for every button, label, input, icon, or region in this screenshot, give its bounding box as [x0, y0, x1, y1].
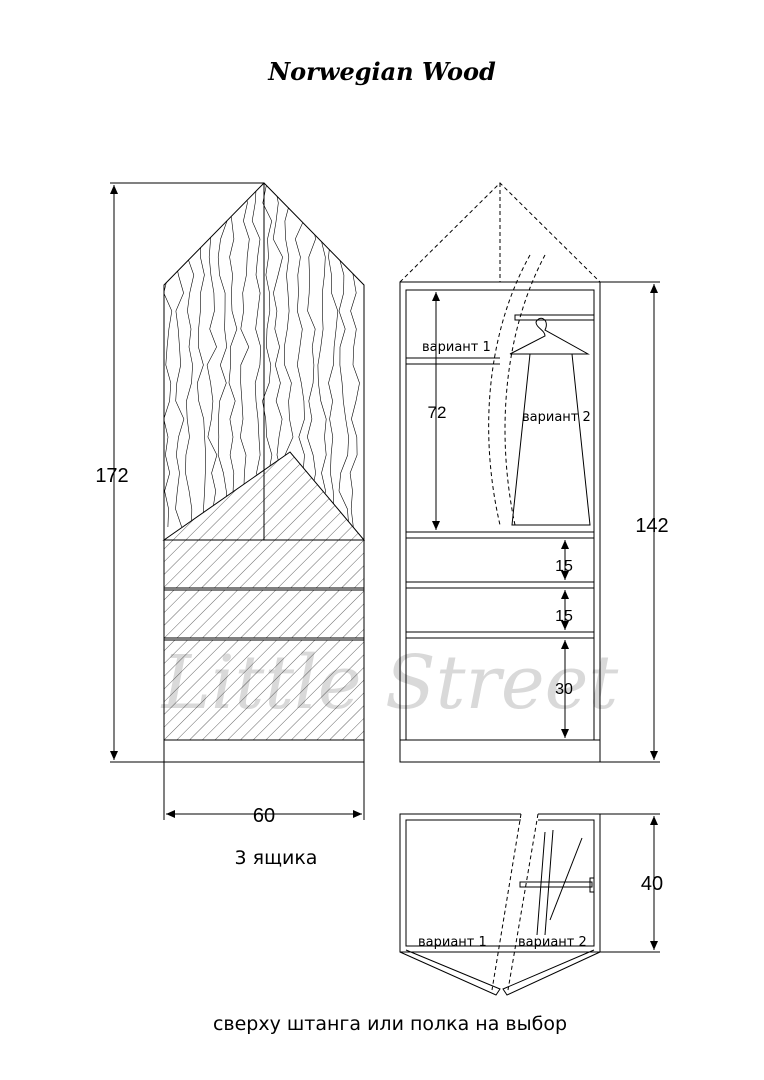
- section-height-label: 142: [635, 515, 668, 537]
- wood-grain-line: [349, 184, 360, 528]
- plan-depth-dimension: [600, 813, 660, 953]
- brand-title: Norwegian Wood: [267, 57, 496, 86]
- hanging-height-label: 72: [428, 403, 447, 422]
- plan-depth-label: 40: [641, 873, 663, 895]
- section-variant-1-label: вариант 1: [422, 340, 491, 355]
- drawer-3-height-label: 30: [555, 681, 573, 698]
- hanging-rail: [514, 314, 595, 321]
- front-height-dimension: [110, 182, 264, 763]
- plan-door-right: [502, 949, 601, 996]
- wood-grain-line: [217, 184, 228, 528]
- plan-inner: [405, 819, 595, 947]
- section-height-dimension: [600, 281, 660, 763]
- wood-grain-line: [317, 184, 327, 528]
- drawer-3: [163, 639, 365, 741]
- wood-grain-line: [328, 184, 339, 528]
- front-width-dimension: [163, 762, 365, 820]
- front-height-label: 172: [95, 465, 128, 487]
- drawer-2-height-label: 15: [555, 608, 573, 625]
- plan-door-left: [399, 949, 501, 996]
- plan-rail: [519, 881, 593, 888]
- section-outer: [399, 281, 601, 763]
- drawer-1: [163, 539, 365, 589]
- wood-grain-line: [294, 184, 305, 528]
- drawer-2: [163, 589, 365, 639]
- wood-grain-line: [228, 184, 238, 528]
- section-variant-2-label: вариант 2: [522, 410, 591, 425]
- plan-view: [399, 813, 601, 996]
- front-width-label: 60: [253, 805, 275, 827]
- drawers-caption: 3 ящика: [235, 847, 318, 869]
- footer-note: сверху штанга или полка на выбор: [213, 1013, 567, 1035]
- door-swing-arc-1: [488, 254, 531, 526]
- plan-swing-1: [491, 813, 522, 991]
- hanger-icon: [509, 317, 590, 355]
- front-view: [162, 182, 366, 763]
- wood-grain-line: [164, 184, 173, 528]
- wood-grain-line: [338, 184, 350, 528]
- wood-grain-line: [174, 184, 185, 528]
- wood-grain-line: [196, 184, 207, 528]
- wood-grain-line: [251, 184, 262, 528]
- garment: [511, 353, 591, 526]
- wood-grain-line: [185, 184, 195, 528]
- door-swing-arc-2: [504, 254, 546, 526]
- plan-variant-2-label: вариант 2: [518, 935, 587, 950]
- plan-outer: [399, 813, 601, 953]
- wood-grain-line: [239, 184, 250, 528]
- plan-variant-1-label: вариант 1: [418, 935, 487, 950]
- section-view: [399, 182, 601, 763]
- drawer-1-height-label: 15: [555, 558, 573, 575]
- plan-swing-2: [507, 813, 539, 991]
